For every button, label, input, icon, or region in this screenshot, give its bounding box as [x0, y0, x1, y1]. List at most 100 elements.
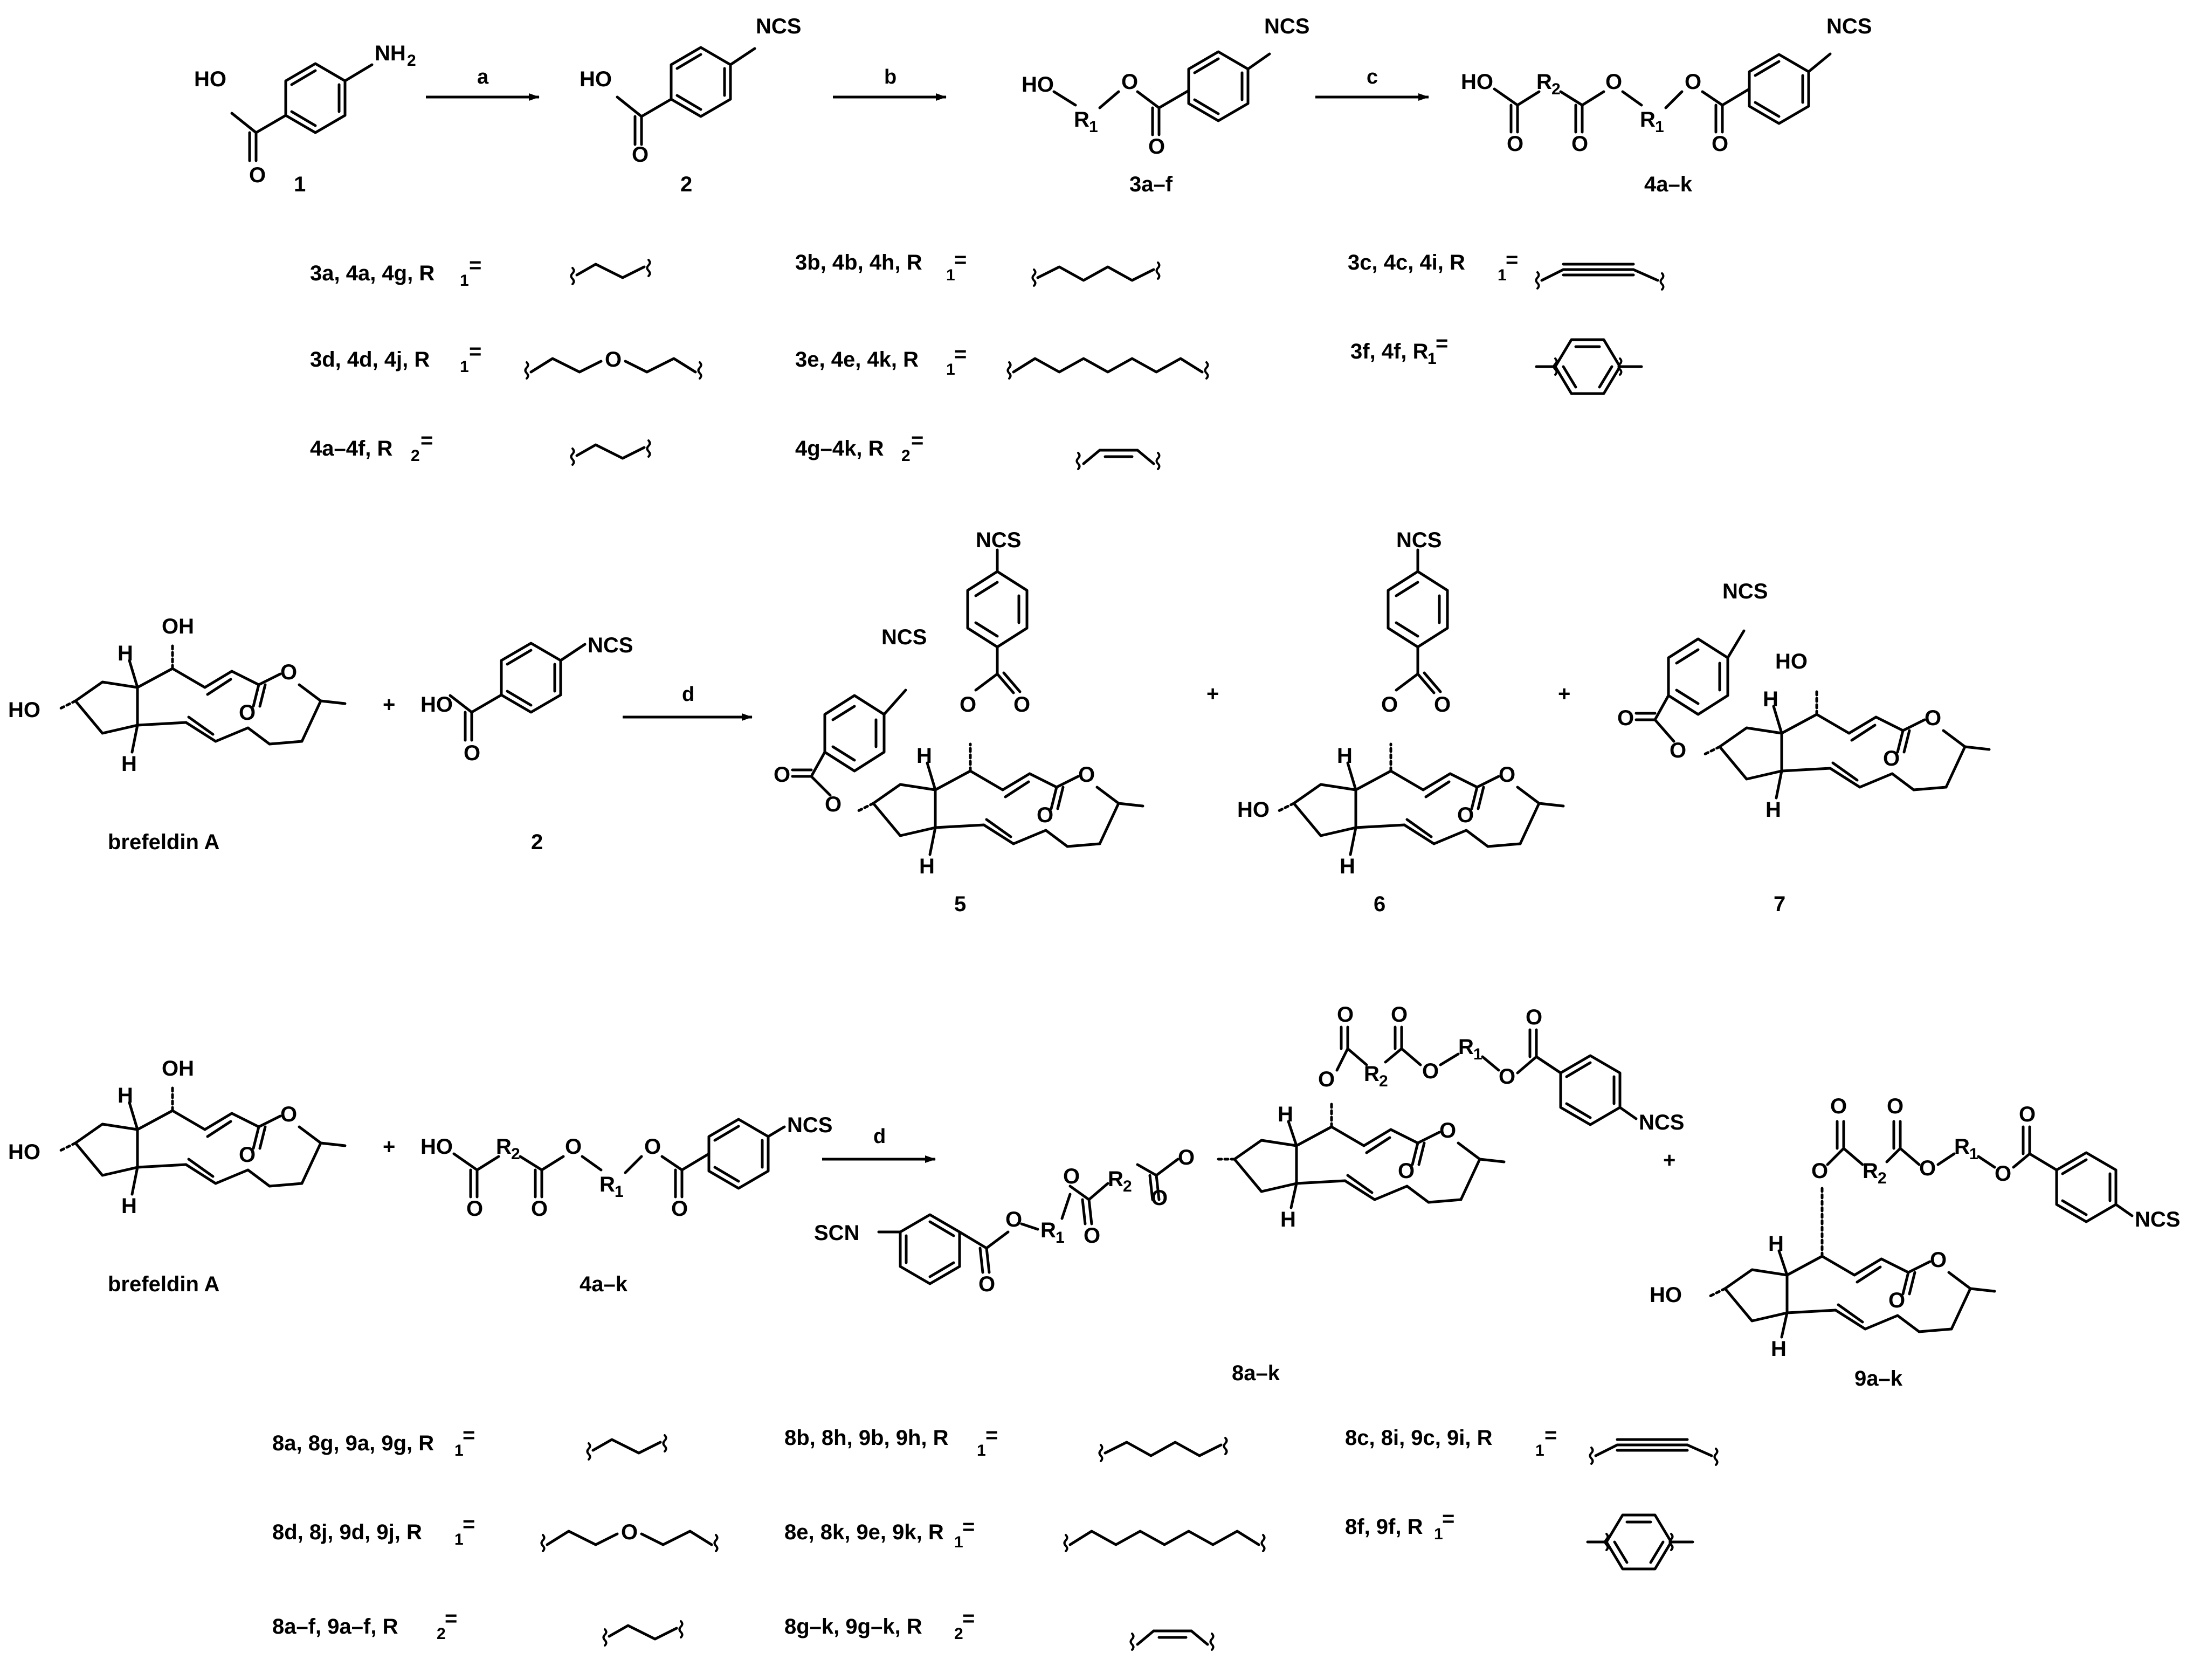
- isothiocyanate-label-2: NCS: [976, 528, 1021, 552]
- legend-subscript: 1: [954, 1533, 963, 1551]
- legend-subscript: 1: [1434, 1525, 1443, 1543]
- legend-label: 3c, 4c, 4i, R: [1348, 251, 1465, 274]
- carbonyl-o-label: O: [632, 143, 649, 167]
- hydroxyl-label-2: OH: [162, 1057, 194, 1080]
- compound-7-structure: O O NCS HO O O H H: [1617, 580, 1991, 822]
- ring-h-label-2: H: [1768, 1232, 1784, 1256]
- legend-subscript: 2: [901, 447, 911, 465]
- ring-h-label: H: [1771, 1337, 1787, 1361]
- legend-label: 3d, 4d, 4j, R: [310, 348, 430, 371]
- carbonyl-o-label-3: O: [671, 1197, 688, 1221]
- compound-1-label: 1: [294, 173, 306, 196]
- legend-equals: =: [469, 340, 481, 363]
- legend-equals: =: [1442, 1507, 1454, 1531]
- legend-subscript: 1: [460, 272, 469, 290]
- ester-o-3: O: [1995, 1162, 2011, 1186]
- legend-subscript: 2: [411, 447, 420, 465]
- legend-equals: =: [985, 1423, 998, 1447]
- legend-label: 4g–4k, R: [795, 437, 884, 460]
- plus-sign: +: [383, 1135, 395, 1159]
- r2-subscript-lower: 2: [1123, 1178, 1132, 1195]
- compound-3-structure: HO R 1 O O NCS: [1022, 15, 1309, 159]
- ester-o-2: O: [960, 693, 976, 717]
- r1-label: R: [1640, 108, 1656, 132]
- carbonyl-o-lower-3: O: [978, 1272, 995, 1296]
- legend-subscript: 1: [1427, 350, 1437, 368]
- carbonyl-o-upper-3: O: [1526, 1006, 1542, 1029]
- compound-5-label: 5: [954, 892, 966, 916]
- legend-subscript: 1: [1498, 266, 1507, 284]
- legend-subscript: 1: [946, 266, 955, 284]
- carbonyl-o-label: O: [464, 741, 480, 765]
- r1-hexylene-fragment: [1012, 357, 1204, 374]
- legend-subscript: 1: [460, 358, 469, 376]
- arrow-a-label: a: [477, 66, 489, 88]
- ester-o-upper: O: [1318, 1068, 1335, 1091]
- hydroxyl-label: HO: [8, 1140, 40, 1164]
- legend-label: 4a–4f, R: [310, 437, 393, 460]
- legend-equals: =: [445, 1607, 457, 1630]
- r1-subscript: 1: [1089, 118, 1098, 136]
- arrow-d-label: d: [682, 683, 694, 706]
- r1-subscript: 1: [615, 1183, 624, 1201]
- carbonyl-o: O: [1434, 693, 1451, 717]
- r2-subscript: 2: [1878, 1169, 1887, 1187]
- lactone-carbonyl-o: O: [1888, 1289, 1905, 1312]
- carbonyl-o-label: O: [249, 163, 266, 187]
- ester-o-upper-3: O: [1499, 1065, 1515, 1089]
- r2-label: R: [1364, 1062, 1380, 1086]
- legend-label: 3f, 4f, R: [1350, 340, 1429, 363]
- ether-o-label: O: [621, 1520, 638, 1544]
- carbonyl-o-lower: O: [1151, 1186, 1168, 1210]
- lactone-o: O: [280, 660, 297, 684]
- plus-sign-2: +: [1663, 1148, 1675, 1172]
- ester-o-label: O: [565, 1135, 582, 1159]
- r1-butylene-fragment: [1104, 1441, 1223, 1457]
- r1-label: R: [1954, 1135, 1970, 1159]
- hydroxyl-label: HO: [1022, 73, 1054, 97]
- compound-3-label: 3a–f: [1129, 173, 1173, 196]
- compound-9-label: 9a–k: [1854, 1367, 1903, 1390]
- plus-sign-2: +: [1206, 682, 1219, 706]
- compound-6-structure: HO O O NCS O O H H: [1237, 528, 1565, 878]
- legend-equals: =: [911, 429, 923, 452]
- isothiocyanate-label: NCS: [1722, 580, 1768, 603]
- hydroxyl-label: HO: [1461, 70, 1493, 94]
- hydroxyl-label-2: OH: [162, 615, 194, 638]
- arrow-c-label: c: [1367, 66, 1378, 88]
- compound-9-structure: HO O O R 2 O O R 1 O O NCS: [1650, 1094, 2180, 1361]
- ring-h-label-2: H: [121, 1194, 137, 1218]
- legend-label: 8d, 8j, 9d, 9j, R: [272, 1520, 422, 1544]
- legend-label: 8a–f, 9a–f, R: [272, 1615, 398, 1638]
- lactone-o: O: [1439, 1119, 1456, 1142]
- lactone-o: O: [280, 1103, 297, 1126]
- carbonyl-o-upper-2: O: [1391, 1003, 1408, 1027]
- carbonyl-o-label: O: [466, 1197, 483, 1221]
- r2-subscript: 2: [1379, 1072, 1388, 1090]
- compound-4-label: 4a–k: [1644, 173, 1693, 196]
- ring-h-label-2: H: [1337, 744, 1353, 768]
- r2-label: R: [496, 1135, 512, 1159]
- carbonyl-o-label-3: O: [1712, 132, 1728, 156]
- lactone-carbonyl-o: O: [1037, 803, 1053, 827]
- ester-o-label: O: [1121, 70, 1138, 94]
- ester-o-lower: O: [1063, 1165, 1080, 1188]
- carbonyl-o: O: [1830, 1094, 1847, 1118]
- legend-equals: =: [1436, 332, 1448, 355]
- ester-o-label-2: O: [1685, 70, 1701, 94]
- carbonyl-o-3: O: [2019, 1103, 2036, 1126]
- carbonyl-o-2: O: [1887, 1094, 1903, 1118]
- compound-4-label-row3: 4a–k: [580, 1272, 628, 1296]
- compound-4-structure-row3: HO O R 2 O O R 1 O O NCS: [420, 1113, 832, 1221]
- ester-o: O: [1178, 1146, 1195, 1169]
- r2-subscript: 2: [511, 1145, 520, 1163]
- r1-diethylether-fragment: [546, 1530, 619, 1546]
- hydroxyl-label: HO: [1775, 650, 1808, 673]
- isothiocyanate-label: NCS: [756, 15, 801, 38]
- r1-ethylene-fragment: [591, 1438, 662, 1455]
- ester-o-lower-2: O: [1005, 1208, 1022, 1231]
- compound-8-structure: O O O R 2 O O R 1 O O NCS: [814, 1003, 1684, 1296]
- legend-subscript: 2: [954, 1625, 963, 1643]
- legend-equals: =: [463, 1423, 475, 1447]
- legend-subscript: 1: [1535, 1442, 1544, 1459]
